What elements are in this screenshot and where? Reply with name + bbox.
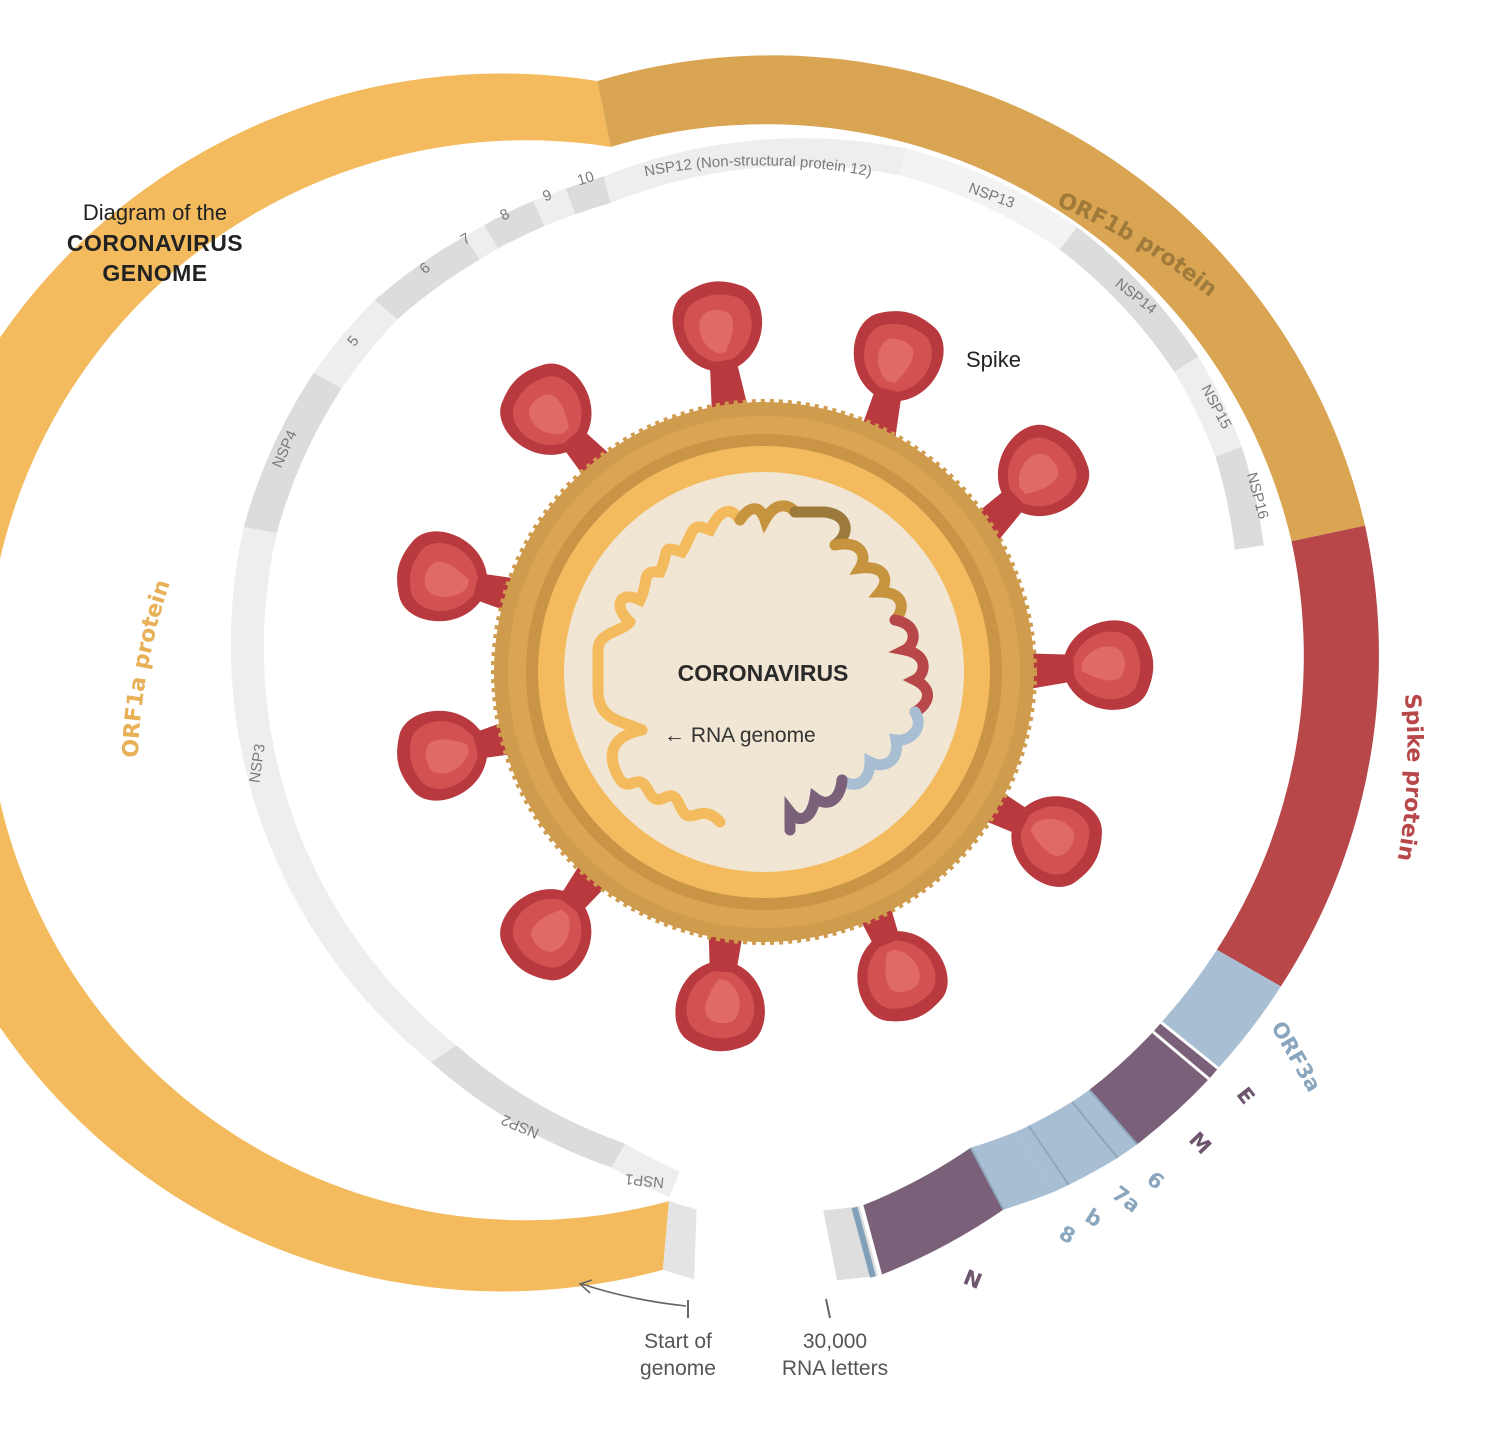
spike-label: Spike: [966, 347, 1021, 372]
spike-icon: [668, 276, 776, 425]
orf8-label: 8: [1055, 1221, 1079, 1249]
orf1a-label: ORF1a protein: [119, 577, 176, 759]
spike-protein-label: Spike protein: [1392, 693, 1427, 863]
nsp4-band: [244, 373, 342, 533]
orf7a-label: 7a: [1107, 1181, 1144, 1217]
title-line-1: Diagram of the: [40, 198, 270, 228]
spike-segment: [1217, 526, 1379, 987]
genome-start-label: Start of genome: [618, 1328, 738, 1382]
orf7b-label: b: [1081, 1204, 1106, 1232]
utr5-segment: [663, 1201, 697, 1279]
diagram-title: Diagram of the CORONAVIRUS GENOME: [40, 198, 270, 288]
orf6-label: 6: [1142, 1167, 1169, 1195]
nsp6-band: [375, 236, 480, 319]
genome-end-label: 30,000 RNA letters: [770, 1328, 900, 1382]
genome-end-marker: [826, 1299, 830, 1318]
m-label: M: [1184, 1127, 1216, 1159]
nsp2-band: [431, 1045, 625, 1167]
rna-genome-label: ← RNA genome: [664, 724, 816, 747]
e-label: E: [1232, 1083, 1260, 1109]
genome-start-marker: [580, 1280, 688, 1318]
title-line-3: GENOME: [40, 258, 270, 288]
virus-label: CORONAVIRUS: [678, 660, 849, 686]
title-line-2: CORONAVIRUS: [40, 228, 270, 258]
n-label: N: [960, 1265, 985, 1294]
orf3a-label: ORF3a: [1266, 1017, 1325, 1096]
